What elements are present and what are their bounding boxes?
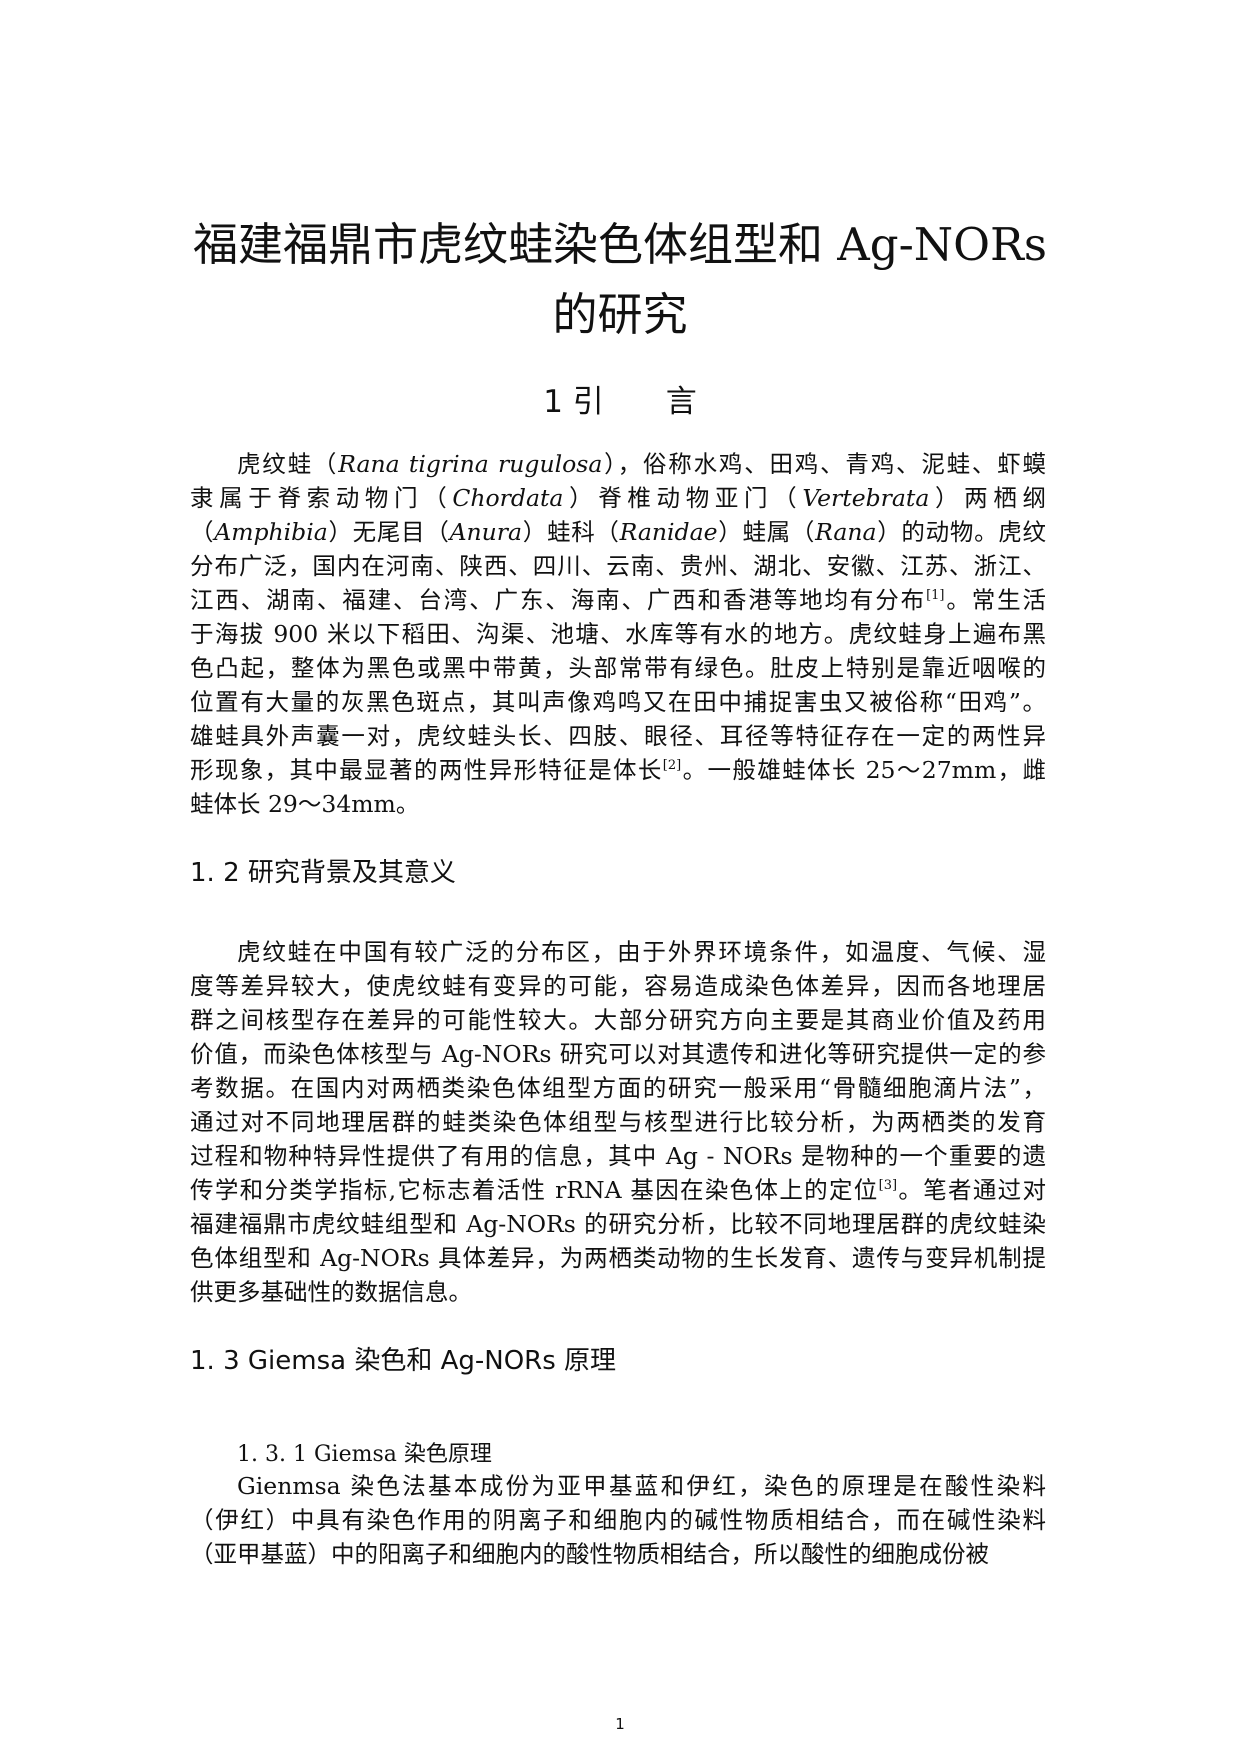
text-line: 过程和物种特异性提供了有用的信息，其中 Ag - NORs 是物种的一个重要的遗 (190, 1142, 1046, 1170)
text-line: 蛙体长 29～34mm。 (190, 790, 420, 818)
text-line: 色体组型和 Ag-NORs 具体差异，为两栖类动物的生长发育、遗传与变异机制提 (190, 1244, 1046, 1272)
text-line: 群之间核型存在差异的可能性较大。大部分研究方向主要是其商业价值及药用 (190, 1006, 1046, 1034)
text-line: 虎纹蛙（Rana tigrina rugulosa），俗称水鸡、田鸡、青鸡、泥蛙… (237, 450, 1046, 478)
text-line: 色凸起，整体为黑色或黑中带黄，头部常带有绿色。肚皮上特别是靠近咽喉的 (190, 654, 1046, 682)
text-line: 分布广泛，国内在河南、陕西、四川、云南、贵州、湖北、安徽、江苏、浙江、 (190, 552, 1046, 580)
text-line: 于海拔 900 米以下稻田、沟渠、池塘、水库等有水的地方。虎纹蛙身上遍布黑 (190, 620, 1046, 648)
text-line: 隶属于脊索动物门（Chordata）脊椎动物亚门（Vertebrata）两栖纲 (190, 484, 1046, 512)
text-line: 虎纹蛙在中国有较广泛的分布区，由于外界环境条件，如温度、气候、湿 (237, 938, 1046, 966)
text-line: 位置有大量的灰黑色斑点，其叫声像鸡鸣又在田中捕捉害虫又被俗称“田鸡”。 (190, 688, 1046, 716)
text-line: 江西、湖南、福建、台湾、广东、海南、广西和香港等地均有分布[1]。常生活 (190, 586, 1046, 614)
title-line-2: 的研究 (552, 288, 688, 341)
section-1-heading: 1 引 言 (543, 384, 697, 420)
paper-title: 福建福鼎市虎纹蛙染色体组型和 Ag-NORs 的研究 (150, 210, 1090, 350)
text-line: 福建福鼎市虎纹蛙组型和 Ag-NORs 的研究分析，比较不同地理居群的虎纹蛙染 (190, 1210, 1046, 1238)
section-1-3-1-heading: 1. 3. 1 Giemsa 染色原理 (237, 1442, 492, 1467)
title-line-1: 福建福鼎市虎纹蛙染色体组型和 Ag-NORs (192, 218, 1048, 271)
text-line: 传学和分类学指标,它标志着活性 rRNA 基因在染色体上的定位[3]。笔者通过对 (190, 1176, 1046, 1204)
page-number: 1 (615, 1715, 625, 1733)
text-line: 价值，而染色体核型与 Ag-NORs 研究可以对其遗传和进化等研究提供一定的参 (190, 1040, 1046, 1068)
giemsa-paragraph: Gienmsa 染色法基本成份为亚甲基蓝和伊红，染色的原理是在酸性染料 （伊红）中… (190, 1469, 1046, 1571)
text-line: Gienmsa 染色法基本成份为亚甲基蓝和伊红，染色的原理是在酸性染料 (237, 1472, 1046, 1500)
background-paragraph: 虎纹蛙在中国有较广泛的分布区，由于外界环境条件，如温度、气候、湿度等差异较大，使… (190, 935, 1046, 1309)
text-line: 雄蛙具外声囊一对，虎纹蛙头长、四肢、眼径、耳径等特征存在一定的两性异 (190, 722, 1046, 750)
text-line: 通过对不同地理居群的蛙类染色体组型与核型进行比较分析，为两栖类的发育 (190, 1108, 1046, 1136)
text-line: （Amphibia）无尾目（Anura）蛙科（Ranidae）蛙属（Rana）的… (190, 518, 1046, 546)
section-1-3-heading: 1. 3 Giemsa 染色和 Ag-NORs 原理 (190, 1346, 617, 1376)
text-line: （伊红）中具有染色作用的阴离子和细胞内的碱性物质相结合，而在碱性染料 (190, 1506, 1046, 1534)
text-line: 形现象，其中最显著的两性异形特征是体长[2]。一般雄蛙体长 25～27mm，雌 (190, 756, 1046, 784)
text-line: 度等差异较大，使虎纹蛙有变异的可能，容易造成染色体差异，因而各地理居 (190, 972, 1046, 1000)
text-line: （亚甲基蓝）中的阳离子和细胞内的酸性物质相结合，所以酸性的细胞成份被 (190, 1540, 989, 1568)
section-1-2-heading: 1. 2 研究背景及其意义 (190, 858, 456, 888)
intro-paragraph: 虎纹蛙（Rana tigrina rugulosa），俗称水鸡、田鸡、青鸡、泥蛙… (190, 447, 1046, 821)
text-line: 考数据。在国内对两栖类染色体组型方面的研究一般采用“骨髓细胞滴片法”， (190, 1074, 1046, 1102)
text-line: 供更多基础性的数据信息。 (190, 1278, 472, 1306)
